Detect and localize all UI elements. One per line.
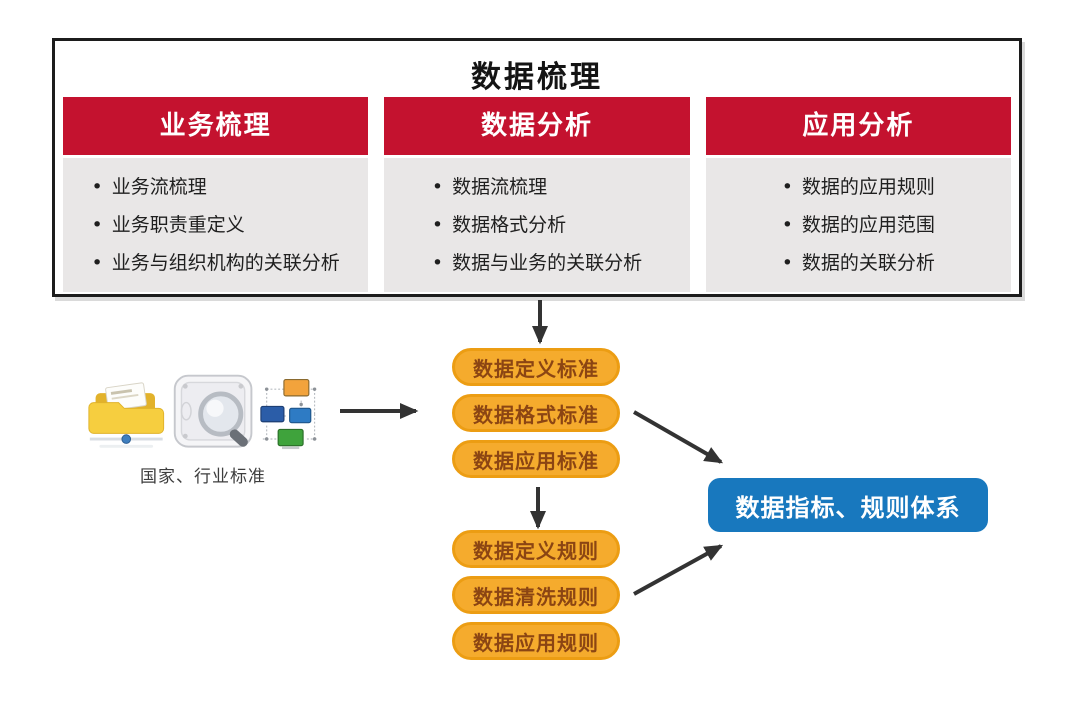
column-body-application-analysis: 数据的应用规则 数据的应用范围 数据的关联分析 bbox=[705, 158, 1011, 292]
source-caption: 国家、行业标准 bbox=[140, 467, 266, 487]
arrow-rules-to-result bbox=[633, 544, 724, 596]
network-icon bbox=[260, 379, 317, 450]
column-header-business: 业务梳理 bbox=[63, 97, 369, 155]
list-item: 数据流梳理 bbox=[432, 168, 642, 206]
column-data-analysis: 数据分析 数据流梳理 数据格式分析 数据与业务的关联分析 bbox=[384, 97, 690, 292]
pill-data-definition-rule: 数据定义规则 bbox=[452, 530, 620, 568]
list-item: 数据格式分析 bbox=[432, 206, 642, 244]
pill-data-definition-standard: 数据定义标准 bbox=[452, 348, 620, 386]
disk-search-icon bbox=[173, 374, 252, 448]
list-item: 业务与组织机构的关联分析 bbox=[92, 244, 340, 282]
folder-icon bbox=[88, 382, 165, 448]
column-business: 业务梳理 业务流梳理 业务职责重定义 业务与组织机构的关联分析 bbox=[63, 97, 369, 292]
data-sorting-panel: 数据梳理 业务梳理 业务流梳理 业务职责重定义 业务与组织机构的关联分析 数据分… bbox=[52, 38, 1022, 297]
list-item: 业务流梳理 bbox=[92, 168, 340, 206]
column-header-data-analysis: 数据分析 bbox=[384, 97, 690, 155]
standards-source-icons bbox=[86, 372, 320, 458]
panel-title: 数据梳理 bbox=[471, 60, 603, 95]
column-body-business: 业务流梳理 业务职责重定义 业务与组织机构的关联分析 bbox=[63, 158, 369, 292]
column-header-application-analysis: 应用分析 bbox=[705, 97, 1011, 155]
list-item: 业务职责重定义 bbox=[92, 206, 340, 244]
pill-data-application-rule: 数据应用规则 bbox=[452, 622, 620, 660]
column-application-analysis: 应用分析 数据的应用规则 数据的应用范围 数据的关联分析 bbox=[705, 97, 1011, 292]
list-item: 数据与业务的关联分析 bbox=[432, 244, 642, 282]
pill-data-application-standard: 数据应用标准 bbox=[452, 440, 620, 478]
arrow-standards-to-result bbox=[633, 410, 724, 464]
result-box: 数据指标、规则体系 bbox=[708, 478, 988, 532]
pill-data-cleaning-rule: 数据清洗规则 bbox=[452, 576, 620, 614]
panel-columns: 业务梳理 业务流梳理 业务职责重定义 业务与组织机构的关联分析 数据分析 数据流… bbox=[63, 97, 1011, 292]
list-item: 数据的关联分析 bbox=[782, 244, 935, 282]
list-item: 数据的应用范围 bbox=[782, 206, 935, 244]
pill-data-format-standard: 数据格式标准 bbox=[452, 394, 620, 432]
column-body-data-analysis: 数据流梳理 数据格式分析 数据与业务的关联分析 bbox=[384, 158, 690, 292]
standards-source: 国家、行业标准 bbox=[86, 372, 320, 487]
list-item: 数据的应用规则 bbox=[782, 168, 935, 206]
